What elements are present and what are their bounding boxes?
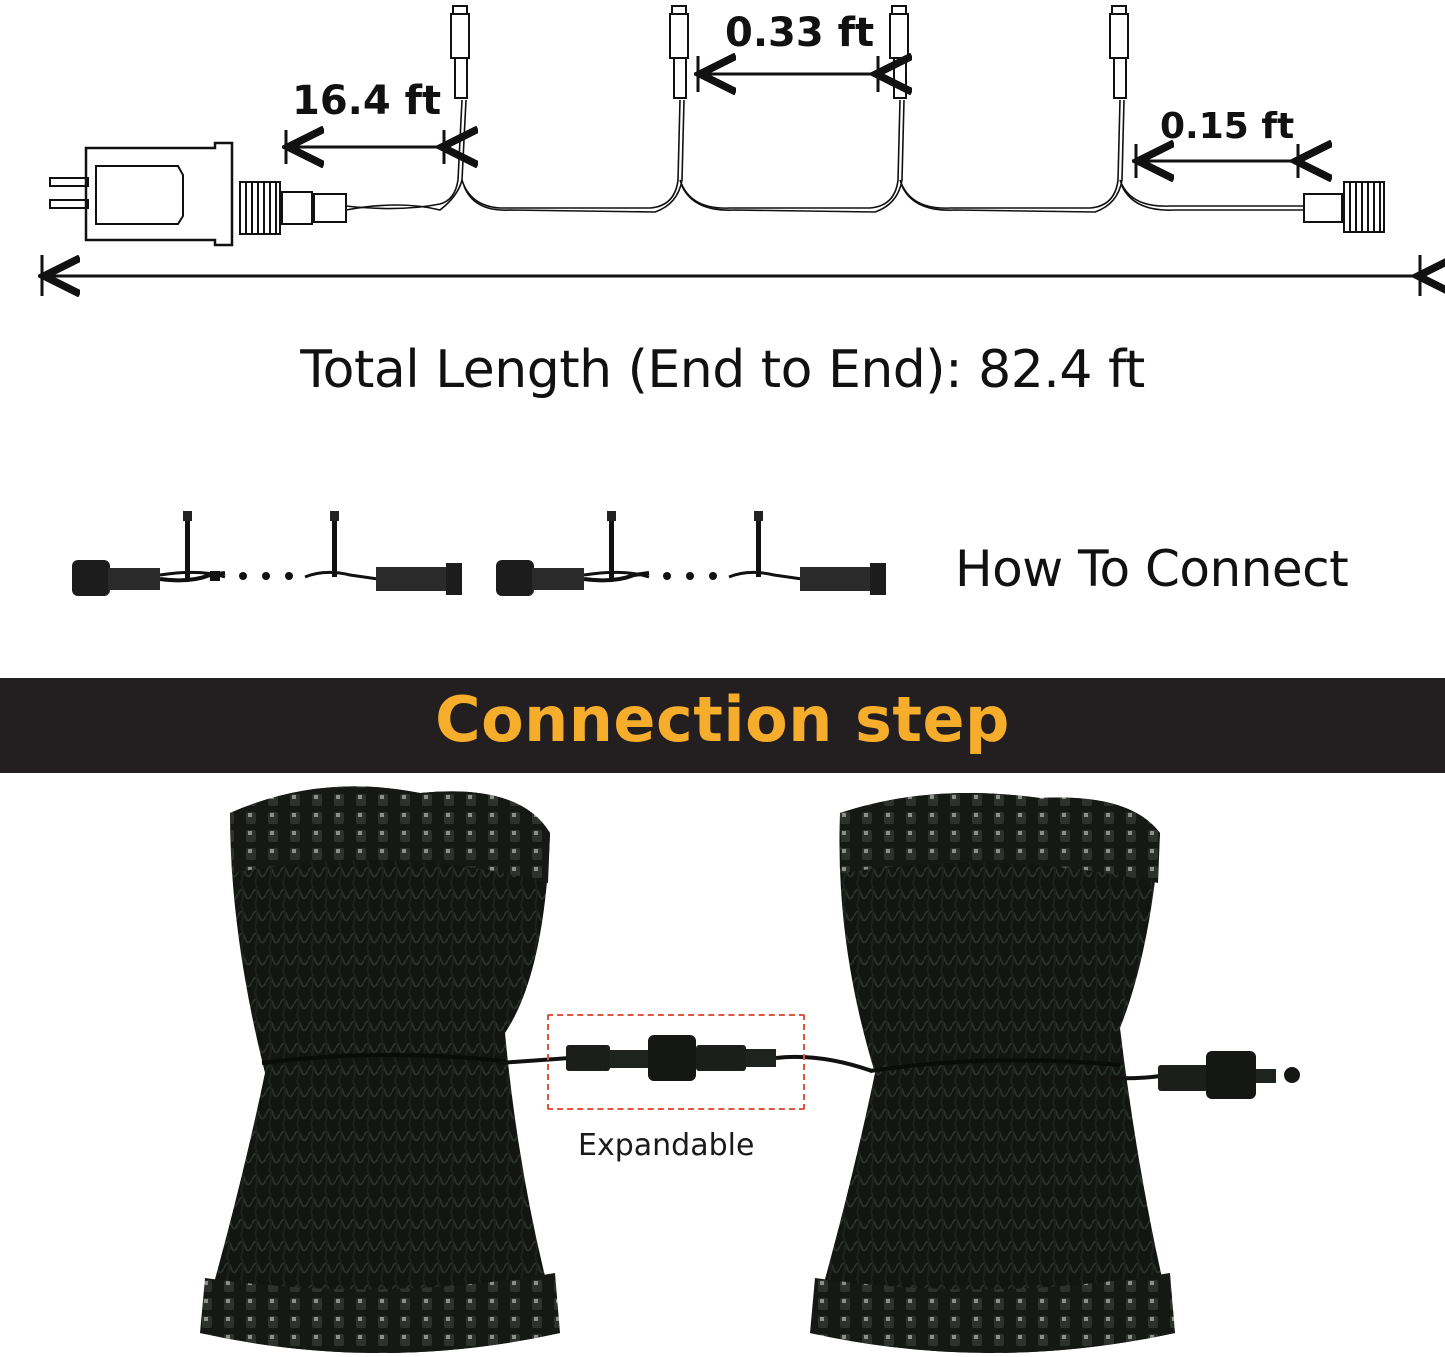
expandable-connector — [499, 1035, 873, 1081]
dimension-arrow-lead — [286, 130, 444, 164]
dimension-arrow-spacing — [698, 56, 878, 92]
bulb-socket-2 — [669, 5, 689, 99]
wiring-diagram — [0, 5, 1445, 320]
how-to-connect-label: How To Connect — [955, 540, 1349, 598]
light-string-photo — [200, 786, 1300, 1353]
tail-length-label: 0.15 ft — [1160, 106, 1295, 147]
power-adapter — [84, 141, 234, 247]
expandable-label: Expandable — [578, 1128, 755, 1163]
connection-step-banner — [0, 678, 1445, 773]
string-wire — [345, 99, 1305, 213]
light-bundle-right — [810, 793, 1175, 1353]
light-bundle-left — [200, 786, 560, 1353]
expandable-highlight-box — [547, 1014, 805, 1110]
bulb-socket-1 — [450, 5, 470, 99]
dimension-arrow-tail — [1136, 144, 1298, 178]
total-length-label: Total Length (End to End): 82.4 ft — [300, 340, 1145, 400]
end-cap-connector — [1109, 1051, 1300, 1099]
bulb-socket-3 — [889, 5, 909, 99]
plug-icon — [49, 177, 89, 209]
how-to-connect-diagram — [72, 511, 886, 596]
bulb-socket-4 — [1109, 5, 1129, 99]
mini-string-2 — [496, 511, 886, 596]
mini-string-1 — [72, 511, 462, 596]
adapter-connector — [239, 181, 347, 235]
end-connector — [1303, 181, 1385, 233]
connection-step-title: Connection step — [435, 683, 1010, 756]
lead-length-label: 16.4 ft — [292, 78, 442, 124]
bulb-spacing-label: 0.33 ft — [725, 10, 875, 56]
total-length-arrow — [42, 255, 1420, 296]
